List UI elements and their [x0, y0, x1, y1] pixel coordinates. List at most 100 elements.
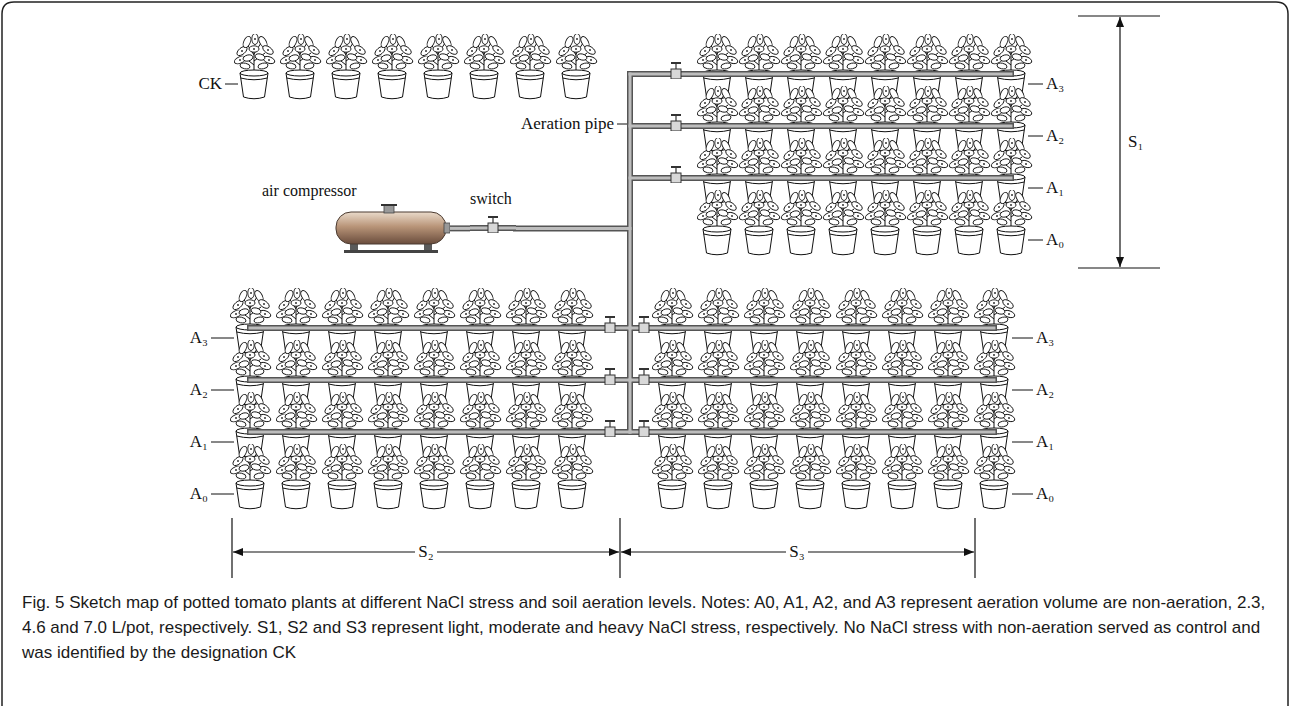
tomato-plant [551, 444, 594, 509]
air-pipe [450, 225, 470, 231]
valve-symbol [671, 167, 681, 183]
tomato-plant [367, 444, 410, 509]
aeration-level-label: A₁ [1046, 178, 1064, 198]
aeration-level-label: A₃ [1036, 328, 1054, 348]
aeration-pipe [250, 377, 630, 383]
aeration-level-label: A₂ [190, 380, 208, 400]
node-label: switch [470, 190, 516, 208]
tomato-plant [509, 34, 552, 99]
aeration-level-label: A₀ [1036, 484, 1054, 504]
valve-symbol [639, 421, 649, 437]
pipe-highlight [630, 125, 1011, 128]
aeration-level-label: A₂ [1036, 380, 1054, 400]
leader-line [1012, 390, 1033, 391]
switch-valve [470, 210, 516, 236]
aeration-level-label: A₁ [1036, 432, 1054, 452]
tomato-plant [325, 34, 368, 99]
aeration-pipe [516, 225, 630, 231]
valve-symbol [639, 369, 649, 385]
tomato-plant [696, 190, 739, 255]
valve-symbol [605, 317, 615, 333]
aeration-level-label: A₃ [1046, 74, 1064, 94]
pipe-highlight [629, 74, 632, 432]
pipe-highlight [630, 327, 994, 330]
tomato-plant [881, 444, 924, 509]
leader-line [225, 84, 238, 85]
tomato-plant [233, 34, 276, 99]
leader-line [211, 338, 234, 339]
pipe-highlight [250, 431, 630, 434]
tomato-plant [743, 444, 786, 509]
tomato-plant [229, 444, 272, 509]
bracket-tick [231, 518, 232, 578]
air-compressor: air compressor [262, 182, 450, 254]
aeration-level-label: A₁ [190, 432, 208, 452]
pipe-highlight [250, 379, 630, 382]
stress-level-label: S₁ [1128, 132, 1143, 152]
tomato-plant [505, 444, 548, 509]
compressor-tank [332, 202, 450, 254]
valve-symbol [605, 369, 615, 385]
pipe-highlight [630, 177, 1011, 180]
leader-line [1028, 240, 1043, 241]
aeration-pipe [630, 71, 1011, 77]
tomato-plant [697, 444, 740, 509]
valve-symbol [639, 317, 649, 333]
tomato-plant [459, 444, 502, 509]
leader-line [211, 390, 234, 391]
valve-symbol [605, 421, 615, 437]
tomato-plant [789, 444, 832, 509]
leader-line [211, 494, 234, 495]
aeration-pipe [630, 429, 994, 435]
stress-level-label: S₃ [786, 542, 807, 562]
tomato-plant [463, 34, 506, 99]
tomato-plant [835, 444, 878, 509]
leader-line [211, 442, 234, 443]
aeration-pipe [630, 377, 994, 383]
tomato-plant [321, 444, 364, 509]
leader-line [1028, 84, 1043, 85]
bracket-tick [1078, 267, 1160, 268]
stress-level-label: S₂ [415, 542, 436, 562]
leader-line [1012, 338, 1033, 339]
pipe-highlight [630, 431, 994, 434]
tomato-plant [651, 444, 694, 509]
pipe-highlight [516, 227, 630, 230]
pipe-highlight [630, 379, 994, 382]
pipe-highlight [630, 73, 1011, 76]
pipe-highlight [450, 227, 470, 230]
tomato-plant [780, 190, 823, 255]
tomato-plant [822, 190, 865, 255]
pipe-highlight [250, 327, 630, 330]
tomato-plant [906, 190, 949, 255]
aeration-pipe [250, 325, 630, 331]
tomato-plant [738, 190, 781, 255]
tomato-plant [864, 190, 907, 255]
leader-line [617, 124, 627, 125]
pipe-label: Aeration pipe [521, 114, 614, 134]
compressor-tank [336, 205, 450, 253]
leader-line [1028, 136, 1043, 137]
node-label: air compressor [262, 182, 450, 200]
tomato-plant [973, 444, 1016, 509]
tomato-plant [279, 34, 322, 99]
bracket-tick [1078, 15, 1160, 16]
aeration-pipe [630, 325, 994, 331]
tomato-plant [990, 190, 1033, 255]
treatment-label: CK [198, 74, 222, 94]
valve-symbol [671, 115, 681, 131]
figure-caption: Fig. 5 Sketch map of potted tomato plant… [22, 590, 1267, 665]
valve-symbol [671, 63, 681, 79]
aeration-level-label: A₃ [190, 328, 208, 348]
dimension-arrow [1119, 17, 1120, 267]
bracket-tick [619, 518, 620, 578]
aeration-pipe [630, 175, 1011, 181]
valve-symbol [488, 217, 498, 233]
leader-line [1012, 494, 1033, 495]
tomato-plant [555, 34, 598, 99]
leader-line [1028, 188, 1043, 189]
tomato-plant [371, 34, 414, 99]
aeration-level-label: A₂ [1046, 126, 1064, 146]
tomato-plant [413, 444, 456, 509]
